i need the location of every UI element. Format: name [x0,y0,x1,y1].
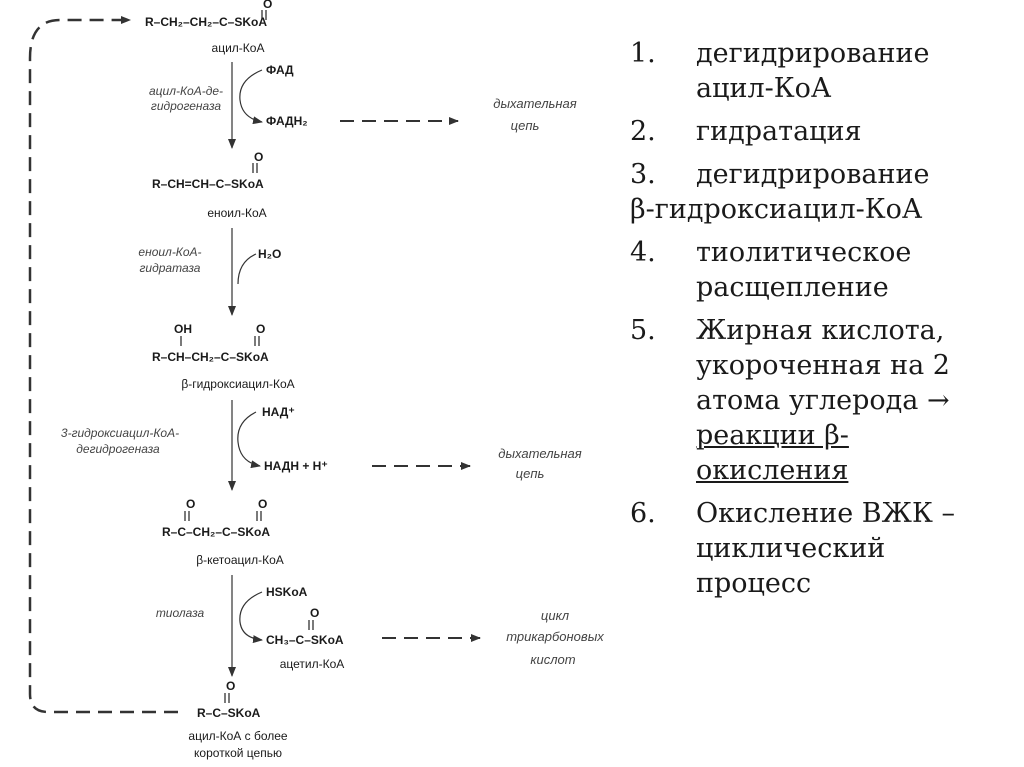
step-text: укороченная на 2 [696,350,950,381]
cycle-return-arrow [28,16,178,714]
enoyl-coa-formula: R–CH=CH–C–SKoA [152,177,264,191]
step-text: Жирная кислота, [696,315,945,346]
hydroxyacyl-coa-name: β-гидроксиацил-КоА [181,377,294,391]
nad-label: НАД⁺ [262,405,295,419]
step-number: 3. [630,159,656,190]
hskoa-label: HSKoA [266,585,308,599]
step-text: тиолитическое [696,237,912,268]
enoyl-coa-oxygen: O [254,150,263,164]
enzyme-thiolase: тиолаза [156,606,205,620]
acyl-coa-name: ацил-КоА [212,41,265,55]
enzyme-acyl-coa-dehydrogenase-1: ацил-КоА-де- [149,84,223,98]
step-text: дегидрирование [696,38,930,69]
step-text: расщепление [696,272,889,303]
step-text: гидратация [696,116,862,147]
step-number: 6. [630,498,656,529]
step-text: Окисление ВЖК – [696,498,955,529]
step-text: циклический [696,533,886,564]
step-1: 1. дегидрирование ацил-КоА [630,36,1020,106]
resp-chain-2-line1: дыхательная [498,446,582,461]
step-4: 4. тиолитическое расщепление [630,235,1020,305]
short-acyl-name-line2: короткой цепью [194,746,282,760]
tca-line2: трикарбоновых [506,629,604,644]
fadh2-label: ФАДН₂ [266,114,308,128]
ketoacyl-coa-name: β-кетоацил-КоА [196,553,284,567]
step-text: процесс [696,568,812,599]
step-5: 5. Жирная кислота, укороченная на 2 атома … [630,313,1020,488]
enzyme-hydroxyacyl-dehydrogenase-2: дегидрогеназа [76,442,160,456]
acetyl-coa-formula: CH₃–C–SKoA [266,633,344,647]
resp-chain-2-line2: цепь [516,466,545,481]
tca-line1: цикл [541,608,570,623]
step-text: ацил-КоА [696,73,832,104]
short-acyl-oxygen: O [226,679,235,693]
resp-chain-1-line2: цепь [511,118,540,133]
hydroxyacyl-coa-formula: R–CH–CH₂–C–SKoA [152,350,269,364]
short-acyl-name-line1: ацил-КоА с более [188,729,288,743]
step-3: 3. дегидрирование [630,157,1020,192]
enzyme-hydroxyacyl-dehydrogenase-1: 3-гидроксиацил-КоА- [61,426,179,440]
tca-line3: кислот [530,652,575,667]
step-number: 1. [630,38,656,69]
enoyl-coa-name: еноил-КоА [207,206,266,220]
acyl-coa-formula: R–CH₂–CH₂–C–SKoA [145,15,267,29]
step-text: дегидрирование [696,159,930,190]
step-text: β-гидроксиацил-КоА [630,194,923,225]
step-3-continuation: β-гидроксиацил-КоА [630,192,1020,227]
step-number: 4. [630,237,656,268]
ketoacyl-coa-formula: R–C–CH₂–C–SKoA [162,525,270,539]
acetyl-coa-oxygen: O [310,606,319,620]
enzyme-enoyl-coa-hydratase-2: гидратаза [140,261,201,275]
step-2: 2. гидратация [630,114,1020,149]
hydroxyacyl-oxygen: O [256,322,265,336]
ketoacyl-oxygen-1: O [186,497,195,511]
enzyme-enoyl-coa-hydratase-1: еноил-КоА- [138,245,201,259]
step-link-text: окисления [696,455,849,486]
step-number: 2. [630,116,656,147]
step-number: 5. [630,315,656,346]
acyl-coa-oxygen: O [263,0,272,11]
hydroxyacyl-oh: OH [174,322,192,336]
step-link-text: реакции β- [696,420,849,451]
short-acyl-formula: R–C–SKoA [197,706,261,720]
step-text: атома углерода → [696,385,950,416]
step-6: 6. Окисление ВЖК – циклический процесс [630,496,1020,601]
resp-chain-1-line1: дыхательная [493,96,577,111]
h2o-label: H₂O [258,247,281,261]
enzyme-acyl-coa-dehydrogenase-2: гидрогеназа [151,99,221,113]
ketoacyl-oxygen-2: O [258,497,267,511]
acetyl-coa-name: ацетил-КоА [280,657,345,671]
nadh-label: НАДН + H⁺ [264,459,328,473]
fad-label: ФАД [266,63,294,77]
